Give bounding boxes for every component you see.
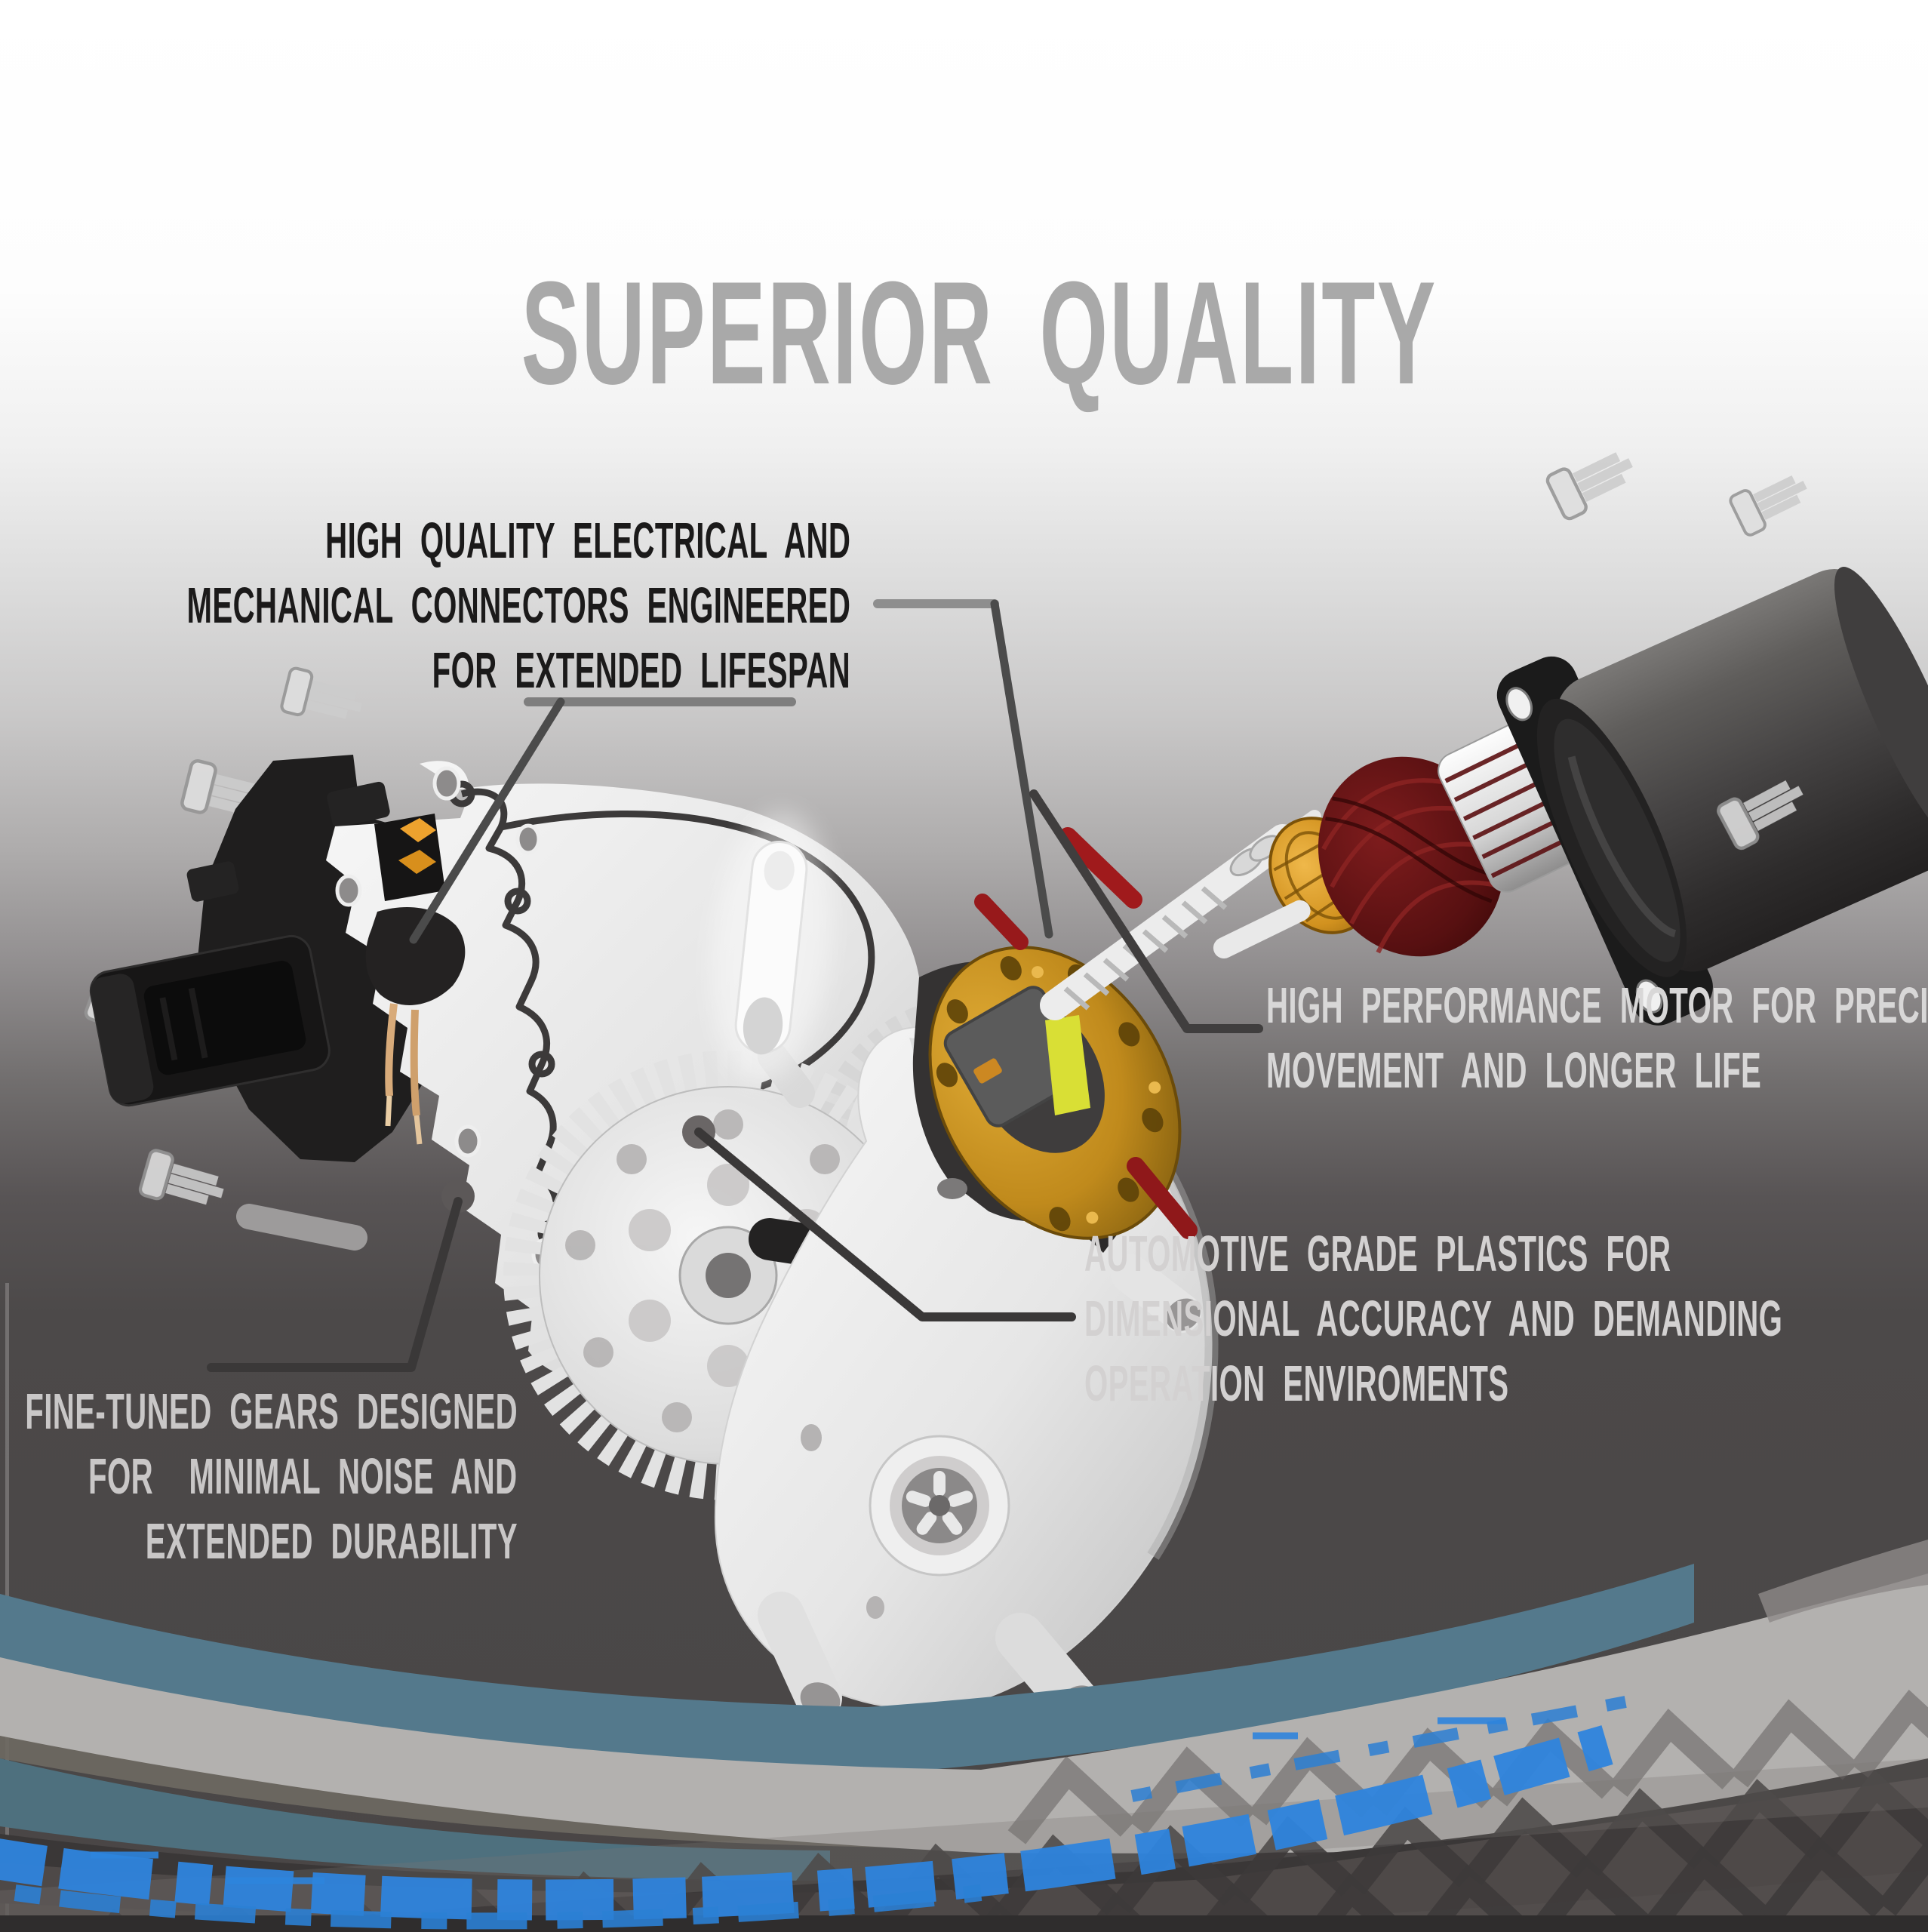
callout-gears: FINE-TUNED GEARS DESIGNED FOR MINIMAL NO… (0, 1380, 518, 1574)
brush-holder-red-parts (974, 827, 1198, 1239)
leader-plastics (682, 1115, 1076, 1321)
copper-wires (385, 1003, 423, 1145)
terminal-contacts (398, 818, 436, 874)
callout-plastics-line-3: OPERATION ENVIROMENTS (1084, 1355, 1509, 1412)
callout-plastics: AUTOMOTIVE GRADE PLASTICS FOR DIMENSIONA… (1084, 1222, 1928, 1417)
callout-dot (441, 1180, 475, 1213)
leader-gears (207, 1180, 475, 1372)
tread-light-streak (0, 1758, 1928, 1932)
callout-connectors-line-1: HIGH QUALITY ELECTRICAL AND (324, 512, 850, 569)
callout-motor-line-2: MOVEMENT AND LONGER LIFE (1266, 1042, 1762, 1099)
leader-connectors (409, 599, 1053, 944)
exploded-motor-illustration (84, 441, 1928, 1729)
capsule-pin-part (711, 811, 832, 1083)
callout-connectors-line-2: MECHANICAL CONNECTORS ENGINEERED (186, 577, 850, 634)
callout-gears-line-3: EXTENDED DURABILITY (145, 1513, 518, 1570)
callout-leader-lines (207, 599, 1263, 1372)
plate-connector-part (943, 986, 1090, 1128)
blue-grunge-stroke (0, 1692, 1647, 1930)
callout-motor: HIGH PERFORMANCE MOTOR FOR PRECISE MOVEM… (1266, 974, 1928, 1103)
callout-motor-line-1: HIGH PERFORMANCE MOTOR FOR PRECISE (1266, 977, 1928, 1034)
callout-gears-line-2: FOR MINIMAL NOISE AND (88, 1448, 518, 1505)
brush-holder-part (365, 907, 466, 1005)
leader-motor (1029, 789, 1263, 1033)
callout-connectors: HIGH QUALITY ELECTRICAL AND MECHANICAL C… (0, 509, 850, 703)
swoosh-blue-band (0, 1564, 1694, 1775)
page-title: SUPERIOR QUALITY (521, 251, 1438, 415)
pivot-rod-part (236, 1204, 367, 1251)
yellow-connector-insert (1045, 1015, 1090, 1115)
swoosh-slate-sliver (0, 1758, 830, 1881)
motor-housing-part (1496, 567, 1928, 1026)
output-boss (869, 1435, 1010, 1577)
callout-connectors-line-3: FOR EXTENDED LIFESPAN (432, 642, 850, 699)
callout-plastics-line-1: AUTOMOTIVE GRADE PLASTICS FOR (1084, 1226, 1671, 1282)
bottom-swoosh-graphics (0, 1540, 1928, 1932)
gray-brush-tip (1758, 1540, 1928, 1623)
callout-plastics-line-2: DIMENSIONAL ACCURACY AND DEMANDING (1084, 1291, 1783, 1347)
swoosh-gray-band (0, 1574, 1928, 1854)
callout-gears-line-1: FINE-TUNED GEARS DESIGNED (25, 1383, 518, 1440)
